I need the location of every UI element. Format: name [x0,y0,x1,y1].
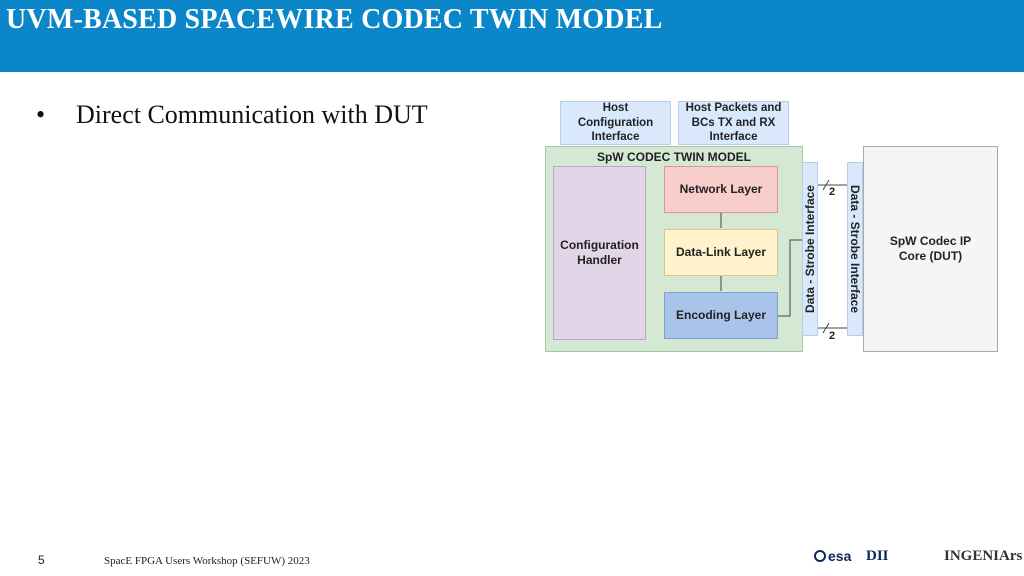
data-strobe-interface-twin: Data - Strobe Interface [802,162,818,336]
data-link-layer: Data-Link Layer [664,229,778,276]
data-strobe-interface-dut: Data - Strobe Interface [847,162,863,336]
encoding-layer: Encoding Layer [664,292,778,339]
dut-ip-core: SpW Codec IP Core (DUT) [863,146,998,352]
configuration-handler: Configuration Handler [553,166,646,340]
bullet-item: • Direct Communication with DUT [36,100,428,130]
host-configuration-interface: Host Configuration Interface [560,101,671,145]
twin-model-label: SpW CODEC TWIN MODEL [597,150,751,164]
ingeniars-logo: INGENIArs [944,548,1023,564]
bullet-marker: • [36,100,46,129]
title-bar: UVM-BASED SPACEWIRE CODEC TWIN MODEL [0,0,1024,72]
page-number: 5 [38,553,45,567]
esa-logo-mark [814,550,826,562]
footer-event: SpacE FPGA Users Workshop (SEFUW) 2023 [104,555,310,567]
esa-logo: esa [814,548,851,564]
slide-title: UVM-BASED SPACEWIRE CODEC TWIN MODEL [6,4,663,35]
bus-width-bottom-label: 2 [828,330,836,343]
host-packets-interface: Host Packets and BCs TX and RX Interface [678,101,789,145]
network-layer: Network Layer [664,166,778,213]
bus-width-top-label: 2 [828,186,836,199]
bullet-text: Direct Communication with DUT [76,100,428,129]
dii-logo: DII [866,548,889,564]
